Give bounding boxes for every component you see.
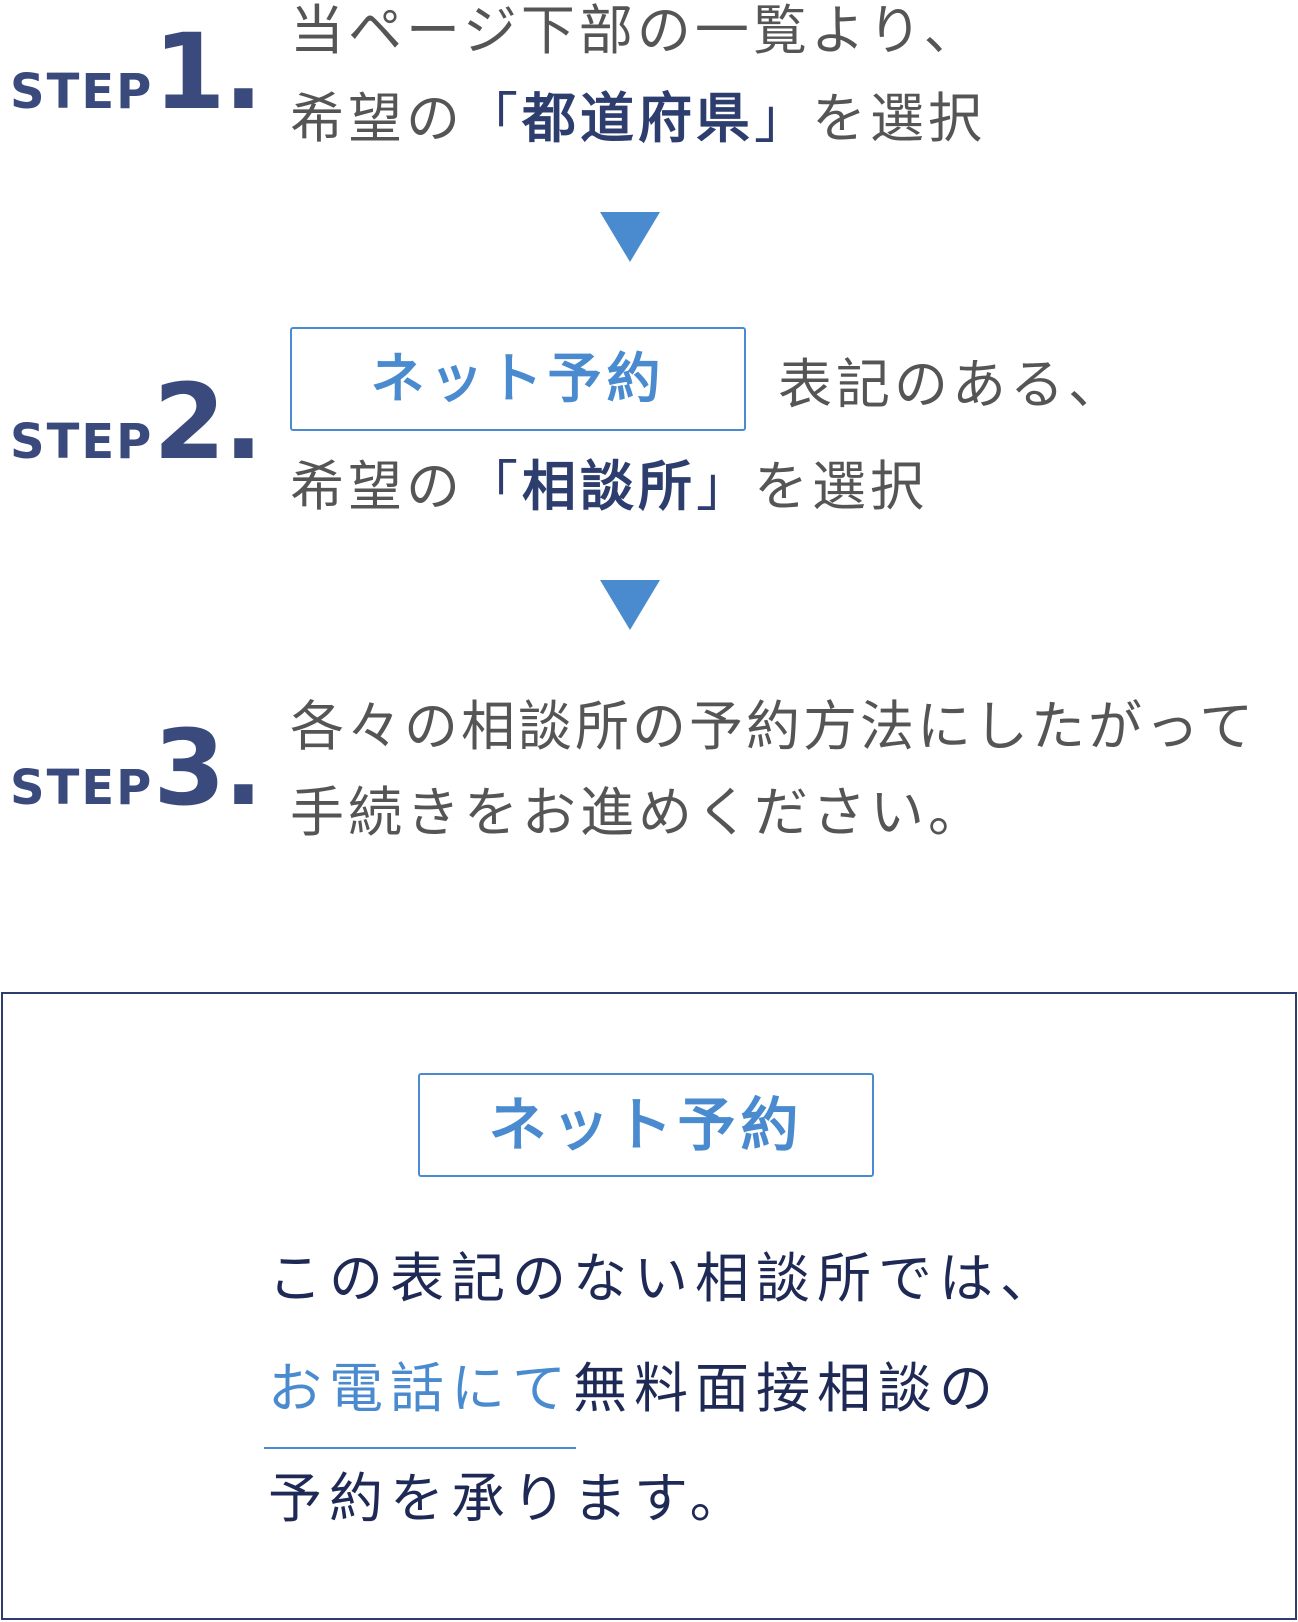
step-1-line-2: 希望の「都道府県」を選択 [290, 87, 986, 150]
step-number: 2. [153, 361, 263, 483]
phone-highlight: お電話にて [268, 1357, 573, 1420]
step-number: 3. [153, 707, 263, 829]
step-2-line-1: 表記のある、 [778, 353, 1126, 416]
phone-underline [264, 1447, 576, 1449]
net-reservation-badge: ネット予約 [290, 327, 746, 431]
step-2-line-2: 希望の「相談所」を選択 [290, 455, 928, 518]
notice-line-1: この表記のない相談所では、 [268, 1247, 1061, 1310]
step-word: STEP [10, 414, 154, 470]
step-word: STEP [10, 64, 154, 120]
notice-net-reservation-badge: ネット予約 [418, 1073, 874, 1177]
step-2-label: STEP2. [10, 370, 263, 474]
step-word: STEP [10, 760, 154, 816]
step-3-label: STEP3. [10, 716, 263, 820]
step-3-line-2: 手続きをお進めください。 [290, 781, 986, 844]
step-1-label: STEP1. [10, 20, 263, 124]
down-arrow-icon [600, 580, 660, 630]
step-3-line-1: 各々の相談所の予約方法にしたがって [290, 695, 1257, 758]
notice-box [1, 992, 1297, 1620]
notice-line-3: 予約を承ります。 [268, 1467, 751, 1530]
down-arrow-icon [600, 212, 660, 262]
step-1-line-1: 当ページ下部の一覧より、 [290, 0, 982, 62]
prefecture-emphasis: 都道府県 [522, 87, 754, 150]
notice-line-2: お電話にて無料面接相談の [268, 1357, 1000, 1420]
step-number: 1. [153, 11, 263, 133]
office-emphasis: 相談所 [522, 455, 696, 518]
